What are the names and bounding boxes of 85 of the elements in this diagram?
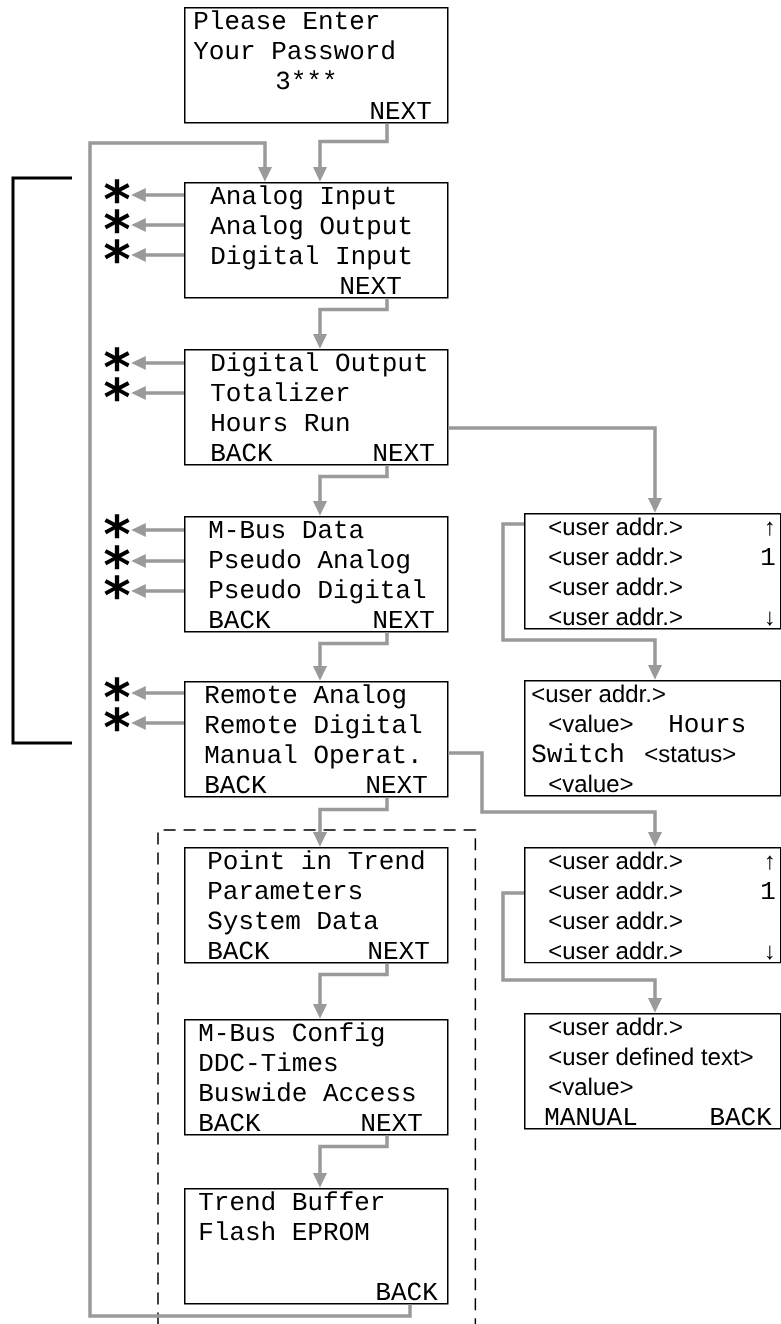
dashed-frame — [157, 829, 477, 1324]
display-screen — [184, 681, 449, 798]
display-screen — [524, 680, 781, 797]
screen-text: Remote Analog — [206, 684, 405, 709]
screen-text: NEXT — [374, 610, 434, 628]
screen-text: <user addr.> — [549, 517, 682, 536]
screen-text: MANUAL — [545, 1107, 637, 1126]
screen-text: Totalizer — [211, 382, 349, 402]
screen-text: <status> — [645, 746, 736, 763]
asterisk: * — [104, 347, 130, 372]
display-screen — [184, 182, 449, 299]
asterisk: * — [104, 179, 130, 204]
screen-text: BACK — [209, 941, 270, 960]
screen-text: Trend Buffer — [199, 1191, 384, 1211]
screen-text: NEXT — [374, 443, 434, 461]
asterisk: * — [104, 707, 130, 732]
screen-text: Digital Output — [212, 352, 426, 377]
screen-text: Hours Run — [212, 413, 349, 432]
screen-text: 1 — [762, 881, 775, 899]
screen-text: <value> — [549, 774, 633, 793]
screen-text: ↑ — [767, 521, 773, 536]
screen-text: Point in Trend — [209, 850, 424, 870]
screen-text: <value> — [549, 1077, 633, 1096]
screen-text: <user addr.> — [549, 851, 682, 870]
screen-text: Hours — [670, 714, 745, 733]
screen-text: NEXT — [341, 276, 401, 294]
display-screen — [524, 847, 781, 964]
screen-text: Pseudo Digital — [210, 579, 426, 604]
screen-text: ↑ — [767, 855, 773, 870]
screen-text: <user addr.> — [549, 911, 682, 930]
display-screen — [184, 1019, 449, 1136]
screen-text: BACK — [377, 1282, 438, 1301]
screen-text: System Data — [208, 911, 378, 935]
asterisk: * — [104, 545, 130, 570]
screen-text: <user addr.> — [532, 684, 665, 703]
screen-text: BACK — [210, 610, 271, 629]
display-screen — [184, 1188, 449, 1305]
screen-text: M-Bus Data — [209, 520, 364, 539]
screen-text: ↓ — [767, 945, 773, 960]
screen-text: <user addr.> — [549, 881, 682, 900]
screen-text: DDC-Times — [200, 1052, 337, 1072]
screen-text: <user addr.> — [549, 547, 682, 566]
display-screen — [184, 847, 449, 964]
screen-text: 3*** — [276, 70, 335, 90]
screen-text: Flash EPROM — [200, 1221, 369, 1241]
arrow — [88, 141, 412, 1318]
screen-text: Analog Output — [210, 215, 411, 240]
screen-text: BACK — [206, 775, 267, 794]
screen-text: NEXT — [367, 775, 427, 793]
screen-text: M-Bus Config — [199, 1022, 384, 1047]
screen-text: BACK — [711, 1107, 772, 1126]
asterisk: * — [104, 239, 130, 264]
asterisk: * — [104, 575, 130, 600]
asterisk: * — [104, 209, 130, 234]
display-screen — [524, 1013, 781, 1130]
screen-text: Analog Input — [210, 185, 395, 210]
screen-text: <user addr.> — [549, 941, 682, 960]
screen-text: 1 — [762, 547, 775, 565]
display-screen — [184, 516, 449, 633]
screen-text: NEXT — [362, 1113, 422, 1131]
screen-text: Manual Operat. — [205, 744, 417, 769]
display-screen — [184, 7, 449, 124]
screen-text: BACK — [212, 443, 273, 462]
screen-text: Pseudo Analog — [210, 549, 409, 574]
screen-text: BACK — [200, 1113, 261, 1132]
screen-text: <user defined text> — [549, 1047, 753, 1066]
screen-text: <user addr.> — [549, 577, 682, 596]
screen-text: Buswide Access — [200, 1082, 415, 1102]
screen-text: Your Password — [193, 40, 394, 60]
screen-text: Parameters — [209, 881, 362, 900]
display-screen — [184, 349, 449, 466]
screen-text: Switch — [532, 743, 623, 763]
asterisk: * — [104, 377, 130, 402]
display-screen — [524, 513, 781, 630]
screen-text: Digital Input — [212, 245, 411, 270]
screen-text: Remote Digital — [206, 714, 422, 739]
asterisk: * — [104, 514, 130, 539]
screen-text: <user addr.> — [549, 1017, 682, 1036]
asterisk: * — [104, 677, 130, 702]
screen-text: NEXT — [369, 941, 429, 959]
screen-text: NEXT — [371, 101, 431, 119]
screen-text: ↓ — [767, 611, 773, 626]
screen-text: <user addr.> — [549, 607, 682, 626]
screen-text: Please Enter — [195, 10, 379, 30]
screen-text: <value> — [549, 714, 633, 733]
